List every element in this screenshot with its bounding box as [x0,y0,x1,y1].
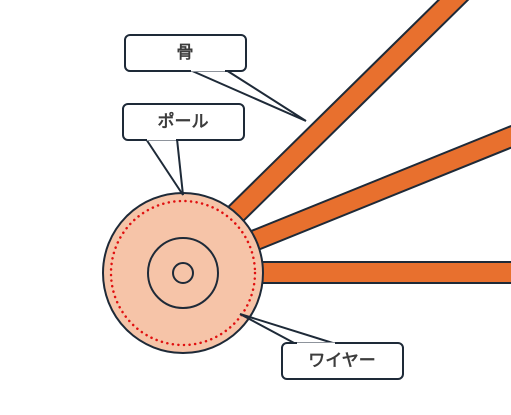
label-wire: ワイヤー [308,351,376,371]
wire-ring [109,199,257,347]
hub-outer [102,192,264,354]
callout-bone: 骨 [124,34,307,122]
callout-wire: ワイヤー [239,313,404,380]
rib-lower [242,261,511,284]
callout-pole: ポール [122,103,245,196]
label-bone: 骨 [177,43,194,63]
callout-bone-box [124,34,247,72]
pole-center [172,262,194,284]
callout-bone-pointer [189,69,307,122]
callout-wire-pointer [239,313,337,345]
callout-pole-pointer [145,138,184,196]
callout-wire-box [281,342,404,380]
label-pole: ポール [158,111,209,132]
callout-pole-box [122,103,245,141]
hub-middle-ring [147,237,219,309]
